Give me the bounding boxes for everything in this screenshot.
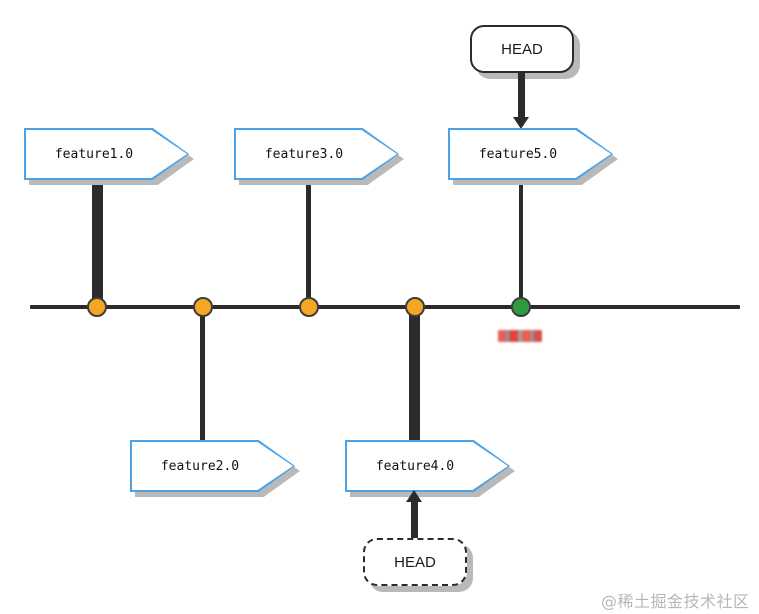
tag-feature4-fill bbox=[347, 442, 508, 490]
tag-feature1-label: feature1.0 bbox=[54, 146, 134, 162]
head-bottom-label: HEAD bbox=[394, 553, 436, 571]
tag-feature3-fill bbox=[236, 130, 397, 178]
tag-feature3[interactable]: feature3.0 bbox=[234, 128, 404, 185]
tag-feature5[interactable]: feature5.0 bbox=[448, 128, 618, 185]
connector-commit4-to-feature4 bbox=[409, 312, 420, 442]
arrowhead-head-bottom-icon bbox=[406, 490, 422, 502]
tag-feature1[interactable]: feature1.0 bbox=[24, 128, 194, 185]
connector-commit2-to-feature2 bbox=[200, 312, 205, 442]
connector-feature5-to-commit5 bbox=[519, 180, 523, 308]
arrowhead-head-top-icon bbox=[513, 117, 529, 129]
commit-node-2[interactable] bbox=[193, 297, 213, 317]
tag-feature2-label: feature2.0 bbox=[160, 458, 240, 474]
head-bottom-marker[interactable]: HEAD bbox=[363, 538, 467, 586]
connector-head-bottom-to-feature4 bbox=[411, 500, 418, 540]
main-timeline bbox=[30, 305, 740, 309]
tag-feature2[interactable]: feature2.0 bbox=[130, 440, 300, 497]
commit-node-5-current[interactable] bbox=[511, 297, 531, 317]
connector-feature3-to-commit3 bbox=[306, 180, 311, 308]
tag-feature4-label: feature4.0 bbox=[375, 458, 455, 474]
connector-feature1-to-commit1 bbox=[92, 180, 103, 308]
tag-feature2-fill bbox=[132, 442, 293, 490]
tag-feature1-fill bbox=[26, 130, 187, 178]
tag-feature4[interactable]: feature4.0 bbox=[345, 440, 515, 497]
commit-node-3[interactable] bbox=[299, 297, 319, 317]
connector-head-top-to-feature5 bbox=[518, 73, 525, 121]
watermark-text: @稀土掘金技术社区 bbox=[601, 592, 750, 611]
tag-feature3-label: feature3.0 bbox=[264, 146, 344, 162]
tag-feature5-fill bbox=[450, 130, 611, 178]
head-top-marker[interactable]: HEAD bbox=[470, 25, 574, 73]
commit-node-1[interactable] bbox=[87, 297, 107, 317]
redacted-note bbox=[498, 330, 542, 342]
commit-node-4[interactable] bbox=[405, 297, 425, 317]
tag-feature5-label: feature5.0 bbox=[478, 146, 558, 162]
head-top-label: HEAD bbox=[501, 40, 543, 58]
